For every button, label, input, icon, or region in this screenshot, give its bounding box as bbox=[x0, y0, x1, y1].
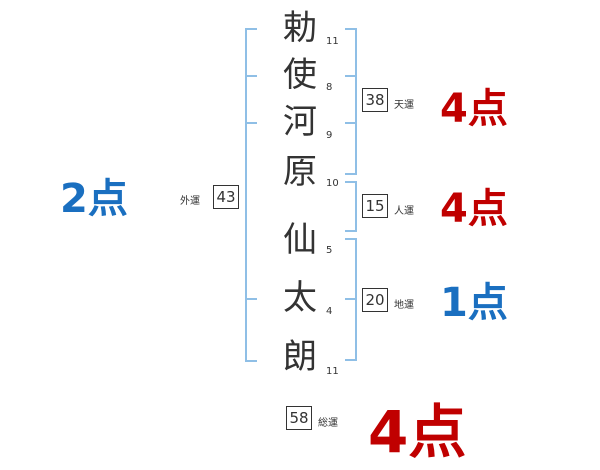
souun-value: 58 bbox=[286, 406, 312, 430]
stroke-count: 8 bbox=[326, 82, 333, 93]
gaiun-score: 2点 bbox=[60, 176, 128, 222]
chiun-score: 1点 bbox=[440, 280, 508, 326]
stroke-count: 10 bbox=[326, 178, 339, 189]
bracket-tick bbox=[345, 298, 357, 300]
person-bracket bbox=[345, 181, 357, 232]
name-char: 仙 bbox=[283, 220, 317, 260]
jinun-score: 4点 bbox=[440, 186, 508, 232]
bracket-tick bbox=[345, 122, 357, 124]
gaiun-value: 43 bbox=[213, 185, 239, 209]
tenun-score: 4点 bbox=[440, 86, 508, 132]
stroke-count: 11 bbox=[326, 366, 339, 377]
outer-bracket bbox=[245, 28, 257, 362]
souun-label: 総運 bbox=[318, 418, 338, 429]
bracket-tick bbox=[245, 75, 257, 77]
tenun-label: 天運 bbox=[394, 100, 414, 111]
chiun-label: 地運 bbox=[394, 300, 414, 311]
bracket-tick bbox=[245, 298, 257, 300]
name-char: 原 bbox=[283, 152, 317, 192]
name-char: 太 bbox=[283, 278, 317, 318]
bracket-tick bbox=[245, 122, 257, 124]
stroke-count: 11 bbox=[326, 36, 339, 47]
jinun-value: 15 bbox=[362, 194, 388, 218]
stroke-count: 9 bbox=[326, 130, 333, 141]
jinun-label: 人運 bbox=[394, 206, 414, 217]
name-char: 勅 bbox=[283, 8, 317, 48]
gaiun-label: 外運 bbox=[180, 196, 200, 207]
chiun-value: 20 bbox=[362, 288, 388, 312]
bracket-tick bbox=[345, 75, 357, 77]
stroke-count: 4 bbox=[326, 306, 333, 317]
name-char: 使 bbox=[283, 55, 317, 95]
name-char: 河 bbox=[283, 102, 317, 142]
heaven-bracket bbox=[345, 28, 357, 175]
name-char: 朗 bbox=[283, 337, 317, 377]
tenun-value: 38 bbox=[362, 88, 388, 112]
stroke-count: 5 bbox=[326, 245, 333, 256]
souun-score: 4点 bbox=[368, 398, 467, 466]
